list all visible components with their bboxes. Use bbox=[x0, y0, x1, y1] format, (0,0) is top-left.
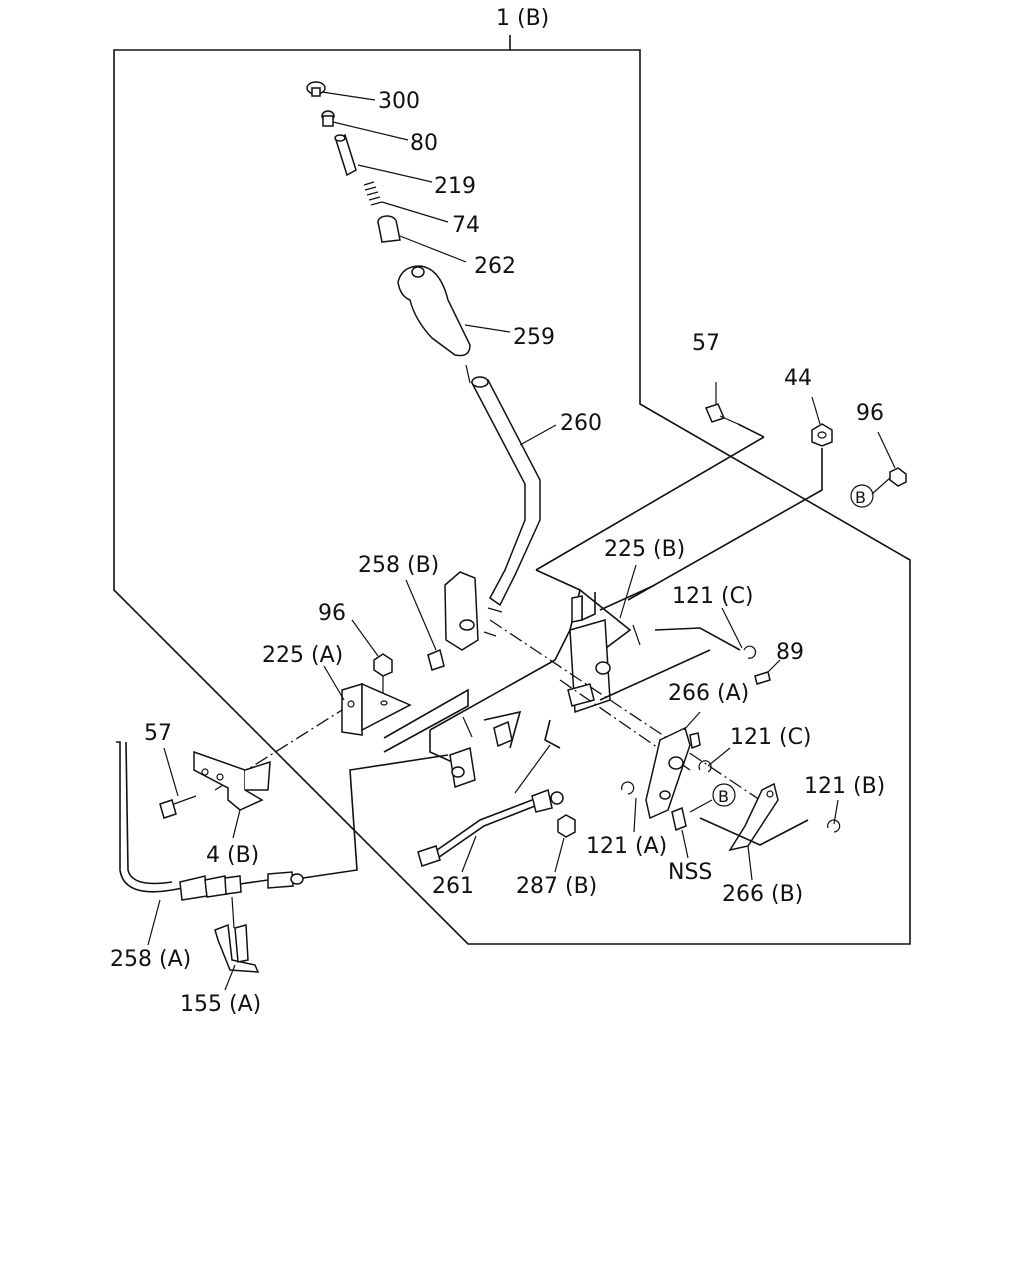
label-57-top: 57 bbox=[692, 331, 720, 356]
circlip-121c-1 bbox=[721, 607, 757, 659]
label-155a: 155 (A) bbox=[180, 992, 261, 1017]
plate-266b bbox=[699, 782, 809, 881]
bolt-57-top bbox=[704, 382, 739, 425]
knob-cap-300 bbox=[306, 81, 376, 101]
label-258a: 258 (A) bbox=[110, 947, 191, 972]
bracket-225a bbox=[323, 665, 412, 736]
shift-lever-260 bbox=[465, 364, 557, 607]
label-b-circle-top: B bbox=[855, 488, 866, 507]
assembly-outline bbox=[113, 35, 911, 945]
harness-261 bbox=[417, 788, 564, 873]
label-1b: 1 (B) bbox=[496, 6, 549, 31]
nut-96-right bbox=[871, 431, 907, 495]
label-266b: 266 (B) bbox=[722, 882, 803, 907]
ref-circle-b-mid bbox=[712, 783, 736, 807]
nut-287b bbox=[554, 814, 576, 873]
label-b-circle-mid: B bbox=[718, 787, 729, 806]
nut-96-left bbox=[351, 619, 393, 700]
label-121b: 121 (B) bbox=[804, 774, 885, 799]
label-80: 80 bbox=[410, 131, 438, 156]
label-121a: 121 (A) bbox=[586, 834, 667, 859]
nut-44 bbox=[811, 396, 833, 447]
ref-circle-b-top bbox=[850, 484, 874, 508]
label-96-left: 96 bbox=[318, 601, 346, 626]
bolt-57-left bbox=[159, 747, 197, 819]
label-287b: 287 (B) bbox=[516, 874, 597, 899]
bolt-nss bbox=[671, 799, 713, 859]
shift-housing bbox=[383, 436, 765, 794]
label-nss: NSS bbox=[668, 860, 712, 885]
shift-cable-258a bbox=[116, 741, 449, 946]
shift-knob-259 bbox=[397, 265, 511, 357]
label-121c-2: 121 (C) bbox=[730, 725, 812, 750]
label-57-left: 57 bbox=[144, 721, 172, 746]
label-121c-1: 121 (C) bbox=[672, 584, 754, 609]
label-44: 44 bbox=[784, 366, 812, 391]
label-4b: 4 (B) bbox=[206, 843, 259, 868]
label-300: 300 bbox=[378, 89, 420, 114]
label-96-right: 96 bbox=[856, 401, 884, 426]
label-258b: 258 (B) bbox=[358, 553, 439, 578]
collar-262 bbox=[377, 215, 467, 263]
bushing-80 bbox=[321, 110, 409, 141]
leader-44 bbox=[627, 448, 823, 601]
circlip-121c-2 bbox=[698, 747, 731, 773]
label-219: 219 bbox=[434, 174, 476, 199]
centerline-1 bbox=[489, 619, 761, 801]
spring-74 bbox=[363, 181, 449, 223]
pin-219 bbox=[334, 133, 433, 183]
plate-266a bbox=[645, 711, 701, 820]
circlip-121b bbox=[827, 799, 841, 833]
label-89: 89 bbox=[776, 640, 804, 665]
bracket-4b bbox=[193, 750, 271, 839]
clip-155a bbox=[214, 923, 260, 991]
label-225a: 225 (A) bbox=[262, 643, 343, 668]
label-74: 74 bbox=[452, 213, 480, 238]
circlip-121a bbox=[621, 781, 637, 833]
leader-57-top bbox=[737, 423, 765, 438]
label-225b: 225 (B) bbox=[604, 537, 685, 562]
label-259: 259 bbox=[513, 325, 555, 350]
label-261: 261 bbox=[432, 874, 474, 899]
bracket-225b bbox=[571, 564, 637, 623]
label-266a: 266 (A) bbox=[668, 681, 749, 706]
label-262: 262 bbox=[474, 254, 516, 279]
label-260: 260 bbox=[560, 411, 602, 436]
pin-89 bbox=[754, 659, 781, 685]
lever-bracket-258b bbox=[405, 571, 503, 671]
